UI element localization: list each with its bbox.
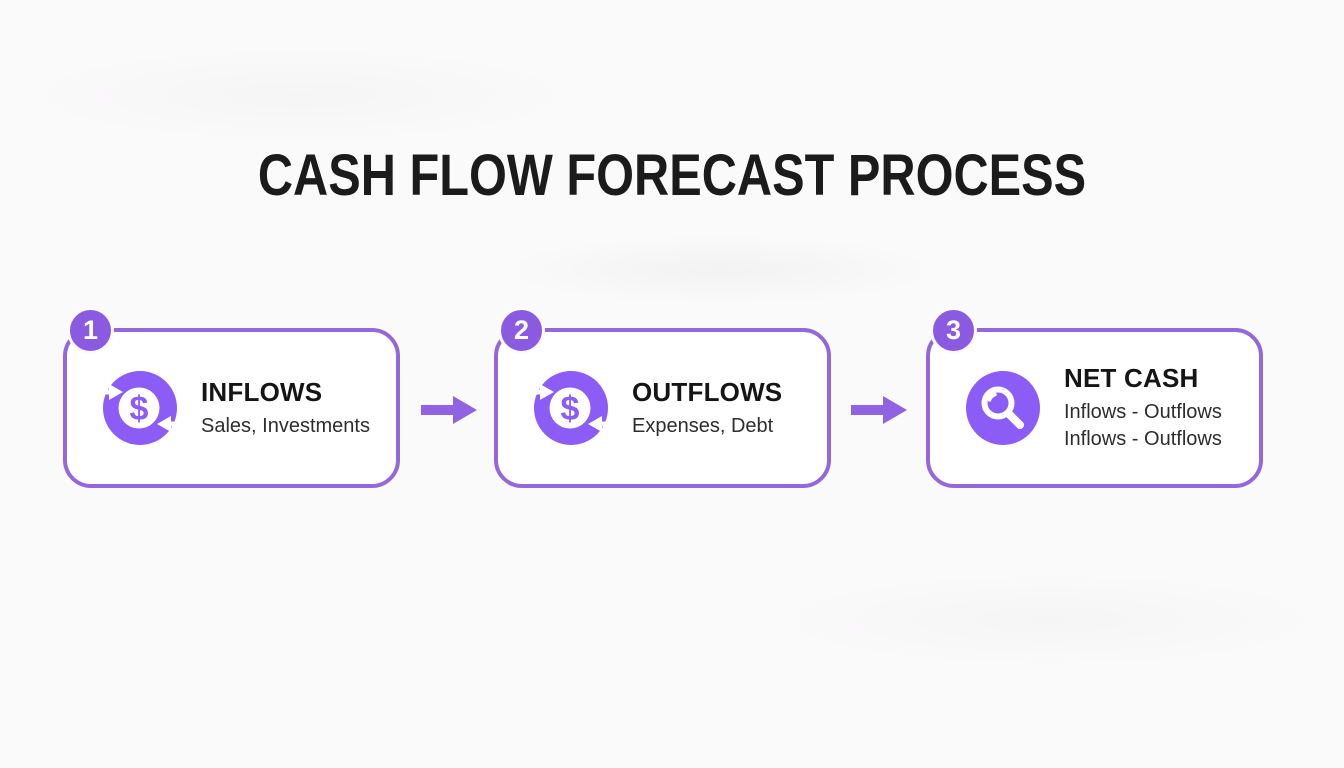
step-card-outflows: 2 $ OUTFLOWS Expenses, Debt [494, 307, 831, 488]
right-arrow-icon [421, 396, 477, 424]
step-text: INFLOWS Sales, Investments [201, 377, 370, 440]
dollar-cycle-icon: $ [531, 371, 611, 445]
step-number-badge: 1 [67, 307, 114, 354]
step-title: OUTFLOWS [632, 376, 783, 407]
step-title: NET CASH [1064, 363, 1199, 393]
step-text: OUTFLOWS Expenses, Debt [632, 377, 782, 440]
step-title: INFLOWS [201, 376, 323, 407]
process-flow: 1 $ INFLOWS Sales, Investments 2 $ [0, 307, 1344, 488]
step-card-inflows: 1 $ INFLOWS Sales, Investments [63, 307, 400, 488]
step-text: NET CASH Inflows - Outflows Inflows - Ou… [1064, 363, 1222, 453]
svg-text:$: $ [561, 390, 580, 428]
step-subtitle: Sales, Investments [201, 414, 370, 437]
dollar-cycle-icon: $ [100, 371, 180, 445]
step-card-net-cash: 3 NET CASH Inflows - Outflows Inflows - … [926, 307, 1263, 488]
right-arrow-icon [851, 396, 907, 424]
magnifier-icon [966, 371, 1040, 445]
step-subtitle: Expenses, Debt [632, 414, 774, 437]
step-number-badge: 2 [498, 307, 545, 354]
page-title: CASH FLOW FORECAST PROCESS [257, 143, 1087, 208]
step-subtitle: Inflows - Outflows [1064, 428, 1222, 450]
step-number-badge: 3 [930, 307, 977, 354]
step-subtitle: Inflows - Outflows [1064, 401, 1222, 423]
svg-text:$: $ [130, 390, 149, 428]
